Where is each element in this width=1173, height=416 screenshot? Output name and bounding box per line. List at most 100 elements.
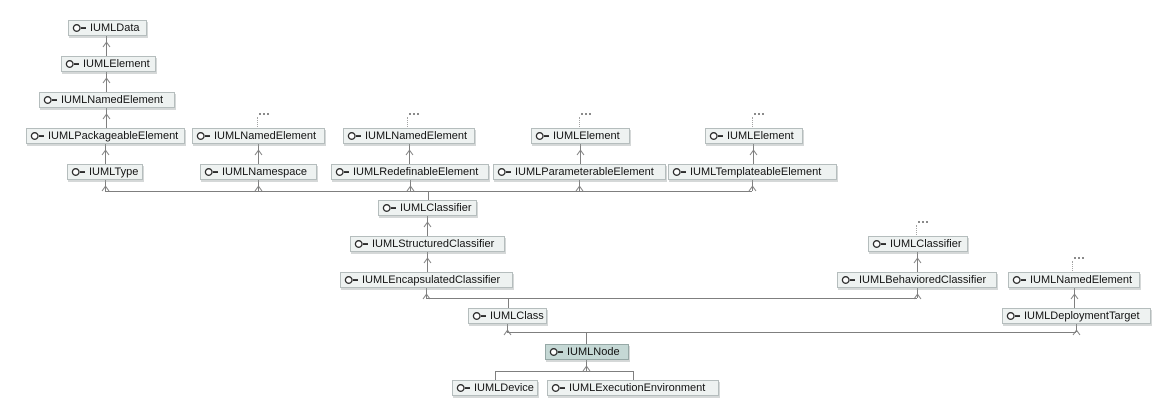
interface-lollipop-icon bbox=[1006, 311, 1021, 321]
node-label: IUMLBehavioredClassifier bbox=[859, 274, 987, 286]
node-label: IUMLDeploymentTarget bbox=[1024, 310, 1140, 322]
node-label: IUMLNamedElement bbox=[365, 130, 468, 142]
generalization-edge-line bbox=[106, 108, 107, 128]
node-iuml-named-element-d[interactable]: IUMLNamedElement bbox=[1008, 272, 1140, 288]
interface-lollipop-icon bbox=[456, 383, 471, 393]
node-label: IUMLClass bbox=[490, 310, 544, 322]
generalization-edge-line bbox=[753, 144, 754, 164]
node-label: IUMLData bbox=[90, 22, 140, 34]
node-iuml-element-a[interactable]: IUMLElement bbox=[61, 56, 156, 72]
dotted-stub-line bbox=[916, 225, 917, 235]
generalization-arrow-icon bbox=[1072, 323, 1081, 336]
node-iuml-packageable-element[interactable]: IUMLPackageableElement bbox=[26, 128, 185, 144]
interface-lollipop-icon bbox=[872, 239, 887, 249]
node-label: IUMLElement bbox=[83, 58, 150, 70]
node-iuml-classifier-b[interactable]: IUMLClassifier bbox=[868, 236, 968, 252]
node-iuml-element-b[interactable]: IUMLElement bbox=[531, 128, 630, 144]
interface-lollipop-icon bbox=[382, 203, 397, 213]
generalization-edge-line bbox=[580, 144, 581, 164]
generalization-edge-line bbox=[1074, 288, 1075, 308]
generalization-edge-line bbox=[917, 288, 918, 298]
node-iuml-redefinable-element[interactable]: IUMLRedefinableElement bbox=[331, 164, 489, 180]
interface-lollipop-icon bbox=[549, 347, 564, 357]
interface-lollipop-icon bbox=[196, 131, 211, 141]
interface-lollipop-icon bbox=[497, 167, 512, 177]
generalization-edge-line bbox=[106, 36, 107, 56]
interface-lollipop-icon bbox=[71, 167, 86, 177]
generalization-arrow-icon bbox=[423, 251, 432, 264]
generalization-edge-line bbox=[507, 332, 1076, 333]
node-iuml-deployment-target[interactable]: IUMLDeploymentTarget bbox=[1002, 308, 1151, 324]
node-label: IUMLNode bbox=[567, 346, 620, 358]
node-iuml-structured-classifier[interactable]: IUMLStructuredClassifier bbox=[350, 236, 505, 252]
generalization-arrow-icon bbox=[582, 359, 591, 372]
generalization-edge-line bbox=[426, 298, 917, 299]
generalization-arrow-icon bbox=[913, 287, 922, 300]
ellipsis-icon bbox=[754, 113, 756, 115]
generalization-edge-line bbox=[507, 324, 508, 332]
node-label: IUMLDevice bbox=[474, 382, 534, 394]
interface-lollipop-icon bbox=[709, 131, 724, 141]
node-iuml-named-element-a[interactable]: IUMLNamedElement bbox=[39, 92, 175, 108]
interface-lollipop-icon bbox=[43, 95, 58, 105]
node-iuml-behaviored-classifier[interactable]: IUMLBehavioredClassifier bbox=[837, 272, 997, 288]
generalization-edge-line bbox=[258, 144, 259, 164]
generalization-arrow-icon bbox=[102, 107, 111, 120]
node-label: IUMLParameterableElement bbox=[515, 166, 654, 178]
generalization-arrow-icon bbox=[576, 143, 585, 156]
generalization-arrow-icon bbox=[405, 143, 414, 156]
generalization-arrow-icon bbox=[102, 71, 111, 84]
node-label: IUMLRedefinableElement bbox=[353, 166, 479, 178]
interface-lollipop-icon bbox=[551, 383, 566, 393]
generalization-arrow-icon bbox=[102, 35, 111, 48]
node-iuml-templateable-element[interactable]: IUMLTemplateableElement bbox=[668, 164, 837, 180]
ellipsis-icon bbox=[259, 113, 261, 115]
generalization-arrow-icon bbox=[575, 179, 584, 192]
interface-lollipop-icon bbox=[72, 23, 87, 33]
node-iuml-class[interactable]: IUMLClass bbox=[468, 308, 547, 324]
node-iuml-encapsulated-classifier[interactable]: IUMLEncapsulatedClassifier bbox=[340, 272, 513, 288]
dotted-stub-line bbox=[752, 117, 753, 127]
node-label: IUMLNamedElement bbox=[61, 94, 164, 106]
node-label: IUMLStructuredClassifier bbox=[372, 238, 495, 250]
node-label: IUMLType bbox=[89, 166, 139, 178]
generalization-edge-line bbox=[1076, 324, 1077, 332]
generalization-arrow-icon bbox=[1070, 287, 1079, 300]
node-label: IUMLExecutionEnvironment bbox=[569, 382, 706, 394]
node-label: IUMLElement bbox=[553, 130, 620, 142]
node-iuml-device[interactable]: IUMLDevice bbox=[452, 380, 538, 396]
interface-lollipop-icon bbox=[841, 275, 856, 285]
node-iuml-element-c[interactable]: IUMLElement bbox=[705, 128, 803, 144]
interface-lollipop-icon bbox=[65, 59, 80, 69]
node-iuml-execution-environment[interactable]: IUMLExecutionEnvironment bbox=[547, 380, 719, 396]
node-iuml-type[interactable]: IUMLType bbox=[67, 164, 143, 180]
node-iuml-data[interactable]: IUMLData bbox=[68, 20, 147, 36]
generalization-edge-line bbox=[426, 288, 427, 298]
node-iuml-classifier-a[interactable]: IUMLClassifier bbox=[378, 200, 477, 216]
generalization-arrow-icon bbox=[254, 143, 263, 156]
ellipsis-icon bbox=[1074, 257, 1076, 259]
generalization-arrow-icon bbox=[748, 179, 757, 192]
node-iuml-named-element-c[interactable]: IUMLNamedElement bbox=[343, 128, 475, 144]
node-iuml-node[interactable]: IUMLNode bbox=[545, 344, 629, 360]
interface-lollipop-icon bbox=[535, 131, 550, 141]
generalization-edge-line bbox=[495, 371, 633, 372]
generalization-arrow-icon bbox=[254, 179, 263, 192]
node-label: IUMLElement bbox=[727, 130, 794, 142]
interface-lollipop-icon bbox=[1012, 275, 1027, 285]
generalization-edge-line bbox=[105, 144, 106, 164]
interface-lollipop-icon bbox=[335, 167, 350, 177]
generalization-arrow-icon bbox=[503, 323, 512, 336]
generalization-arrow-icon bbox=[101, 179, 110, 192]
node-iuml-parameterable-element[interactable]: IUMLParameterableElement bbox=[493, 164, 666, 180]
dotted-stub-line bbox=[407, 117, 408, 127]
node-iuml-namespace[interactable]: IUMLNamespace bbox=[200, 164, 317, 180]
node-iuml-named-element-b[interactable]: IUMLNamedElement bbox=[192, 128, 325, 144]
generalization-edge-line bbox=[917, 252, 918, 272]
node-label: IUMLClassifier bbox=[400, 202, 472, 214]
node-label: IUMLNamedElement bbox=[1030, 274, 1133, 286]
ellipsis-icon bbox=[581, 113, 583, 115]
interface-lollipop-icon bbox=[472, 311, 487, 321]
node-label: IUMLClassifier bbox=[890, 238, 962, 250]
interface-lollipop-icon bbox=[672, 167, 687, 177]
